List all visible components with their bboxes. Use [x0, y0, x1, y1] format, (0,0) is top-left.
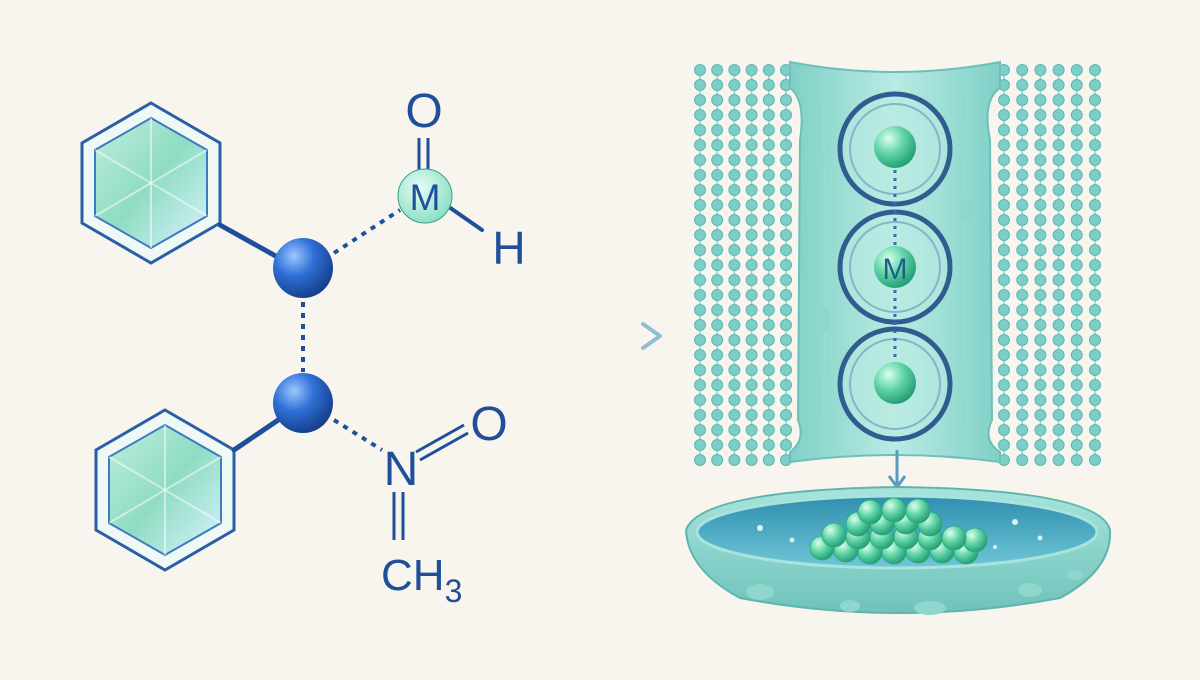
carbon-atom-upper	[273, 238, 333, 298]
mitochondrion	[684, 485, 1112, 615]
bond-metal-hydrogen	[447, 205, 484, 232]
bond-carbon-metal	[332, 208, 402, 255]
lipid-bilayer-left	[694, 64, 792, 466]
molecule-structure: M O H N O CH3	[80, 85, 526, 609]
oxygen-nitroso-label: O	[470, 398, 507, 451]
ion-particle	[857, 499, 883, 525]
bond-nitrogen-oxygen-a	[415, 423, 465, 454]
methyl-ch: CH	[381, 551, 445, 600]
channel-metal-label: M	[883, 253, 908, 286]
lipid-bilayer-right	[998, 64, 1101, 466]
ion-metal	[874, 246, 916, 288]
reaction-arrow	[536, 322, 662, 350]
ion-bottom	[874, 362, 916, 404]
oxygen-top-label: O	[405, 85, 442, 138]
methyl-label: CH3	[381, 551, 462, 609]
benzene-ring-bottom	[94, 408, 236, 572]
benzene-ring-top	[80, 101, 222, 265]
ion-particle	[962, 527, 988, 553]
metal-label: M	[410, 177, 441, 218]
bond-nitrogen-oxygen-b	[419, 431, 469, 462]
ion-particle	[941, 525, 967, 551]
ion-particle	[905, 498, 931, 524]
metal-atom	[397, 168, 453, 224]
bond-carbon-nitrogen	[332, 418, 384, 452]
methyl-subscript: 3	[445, 573, 463, 609]
ion-cluster	[809, 497, 988, 565]
nitrogen-label: N	[384, 443, 419, 496]
hydrogen-label: H	[492, 222, 525, 274]
membrane-channel: M	[694, 60, 1101, 489]
ion-particle	[821, 522, 847, 548]
ion-top	[874, 126, 916, 168]
carbon-atom-lower	[273, 373, 333, 433]
ion-particle	[881, 497, 907, 523]
